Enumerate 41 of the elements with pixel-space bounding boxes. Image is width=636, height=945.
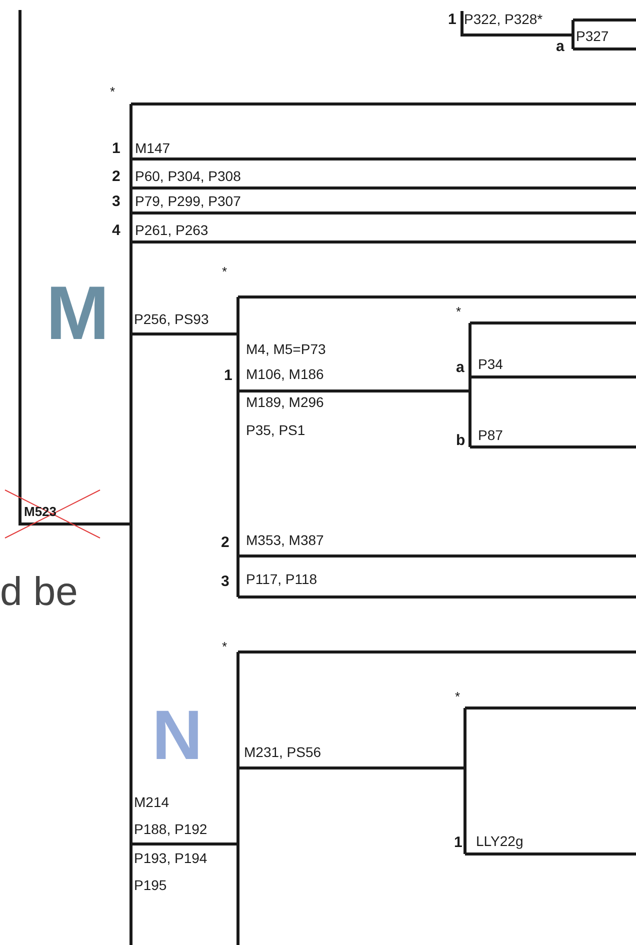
text-fragment: d be [0,570,78,614]
clade-number: 1 [224,368,232,383]
clade-number: 1 [448,12,456,27]
taxon-label: P188, P192 [134,822,208,837]
taxon-label: P87 [478,428,503,443]
clade-number: 1 [112,141,120,156]
taxon-label: M353, M387 [246,533,324,548]
taxon-label: P60, P304, P308 [135,169,241,184]
support-asterisk: * [110,84,116,99]
support-asterisk: * [222,264,228,279]
clade-letter: N [152,700,203,770]
clade-number: 2 [112,169,120,184]
taxon-label: P117, P118 [246,572,318,587]
clade-number: a [556,39,564,54]
clade-letter: M [46,276,110,352]
taxon-label: P322, P328* [464,12,543,27]
taxon-label: P193, P194 [134,851,208,866]
clade-number: 3 [221,574,230,589]
taxon-label: M214 [134,795,170,810]
support-asterisk: * [222,639,228,654]
taxon-label: P35, PS1 [246,423,306,438]
taxon-label: M106, M186 [246,367,324,382]
taxon-label: M147 [135,141,170,156]
taxon-label: LLY22g [476,834,524,849]
taxon-label: M4, M5=P73 [246,342,326,357]
taxon-label: P79, P299, P307 [135,194,241,209]
support-asterisk: * [455,689,460,704]
taxon-label: P34 [478,357,503,372]
clade-number: 1 [454,835,462,850]
support-asterisk: * [456,304,462,319]
clade-number: 3 [112,194,120,209]
taxon-label: M189, M296 [246,395,324,410]
clade-number: 4 [112,223,120,238]
clade-number: 2 [221,535,230,550]
taxon-label: P261, P263 [135,223,208,238]
taxon-label: P256, PS93 [134,312,209,327]
taxon-label: P327 [576,29,609,44]
taxon-label: P195 [134,878,167,893]
clade-number: a [456,360,464,375]
clade-number: b [456,433,466,448]
taxon-label: M231, PS56 [244,745,322,760]
